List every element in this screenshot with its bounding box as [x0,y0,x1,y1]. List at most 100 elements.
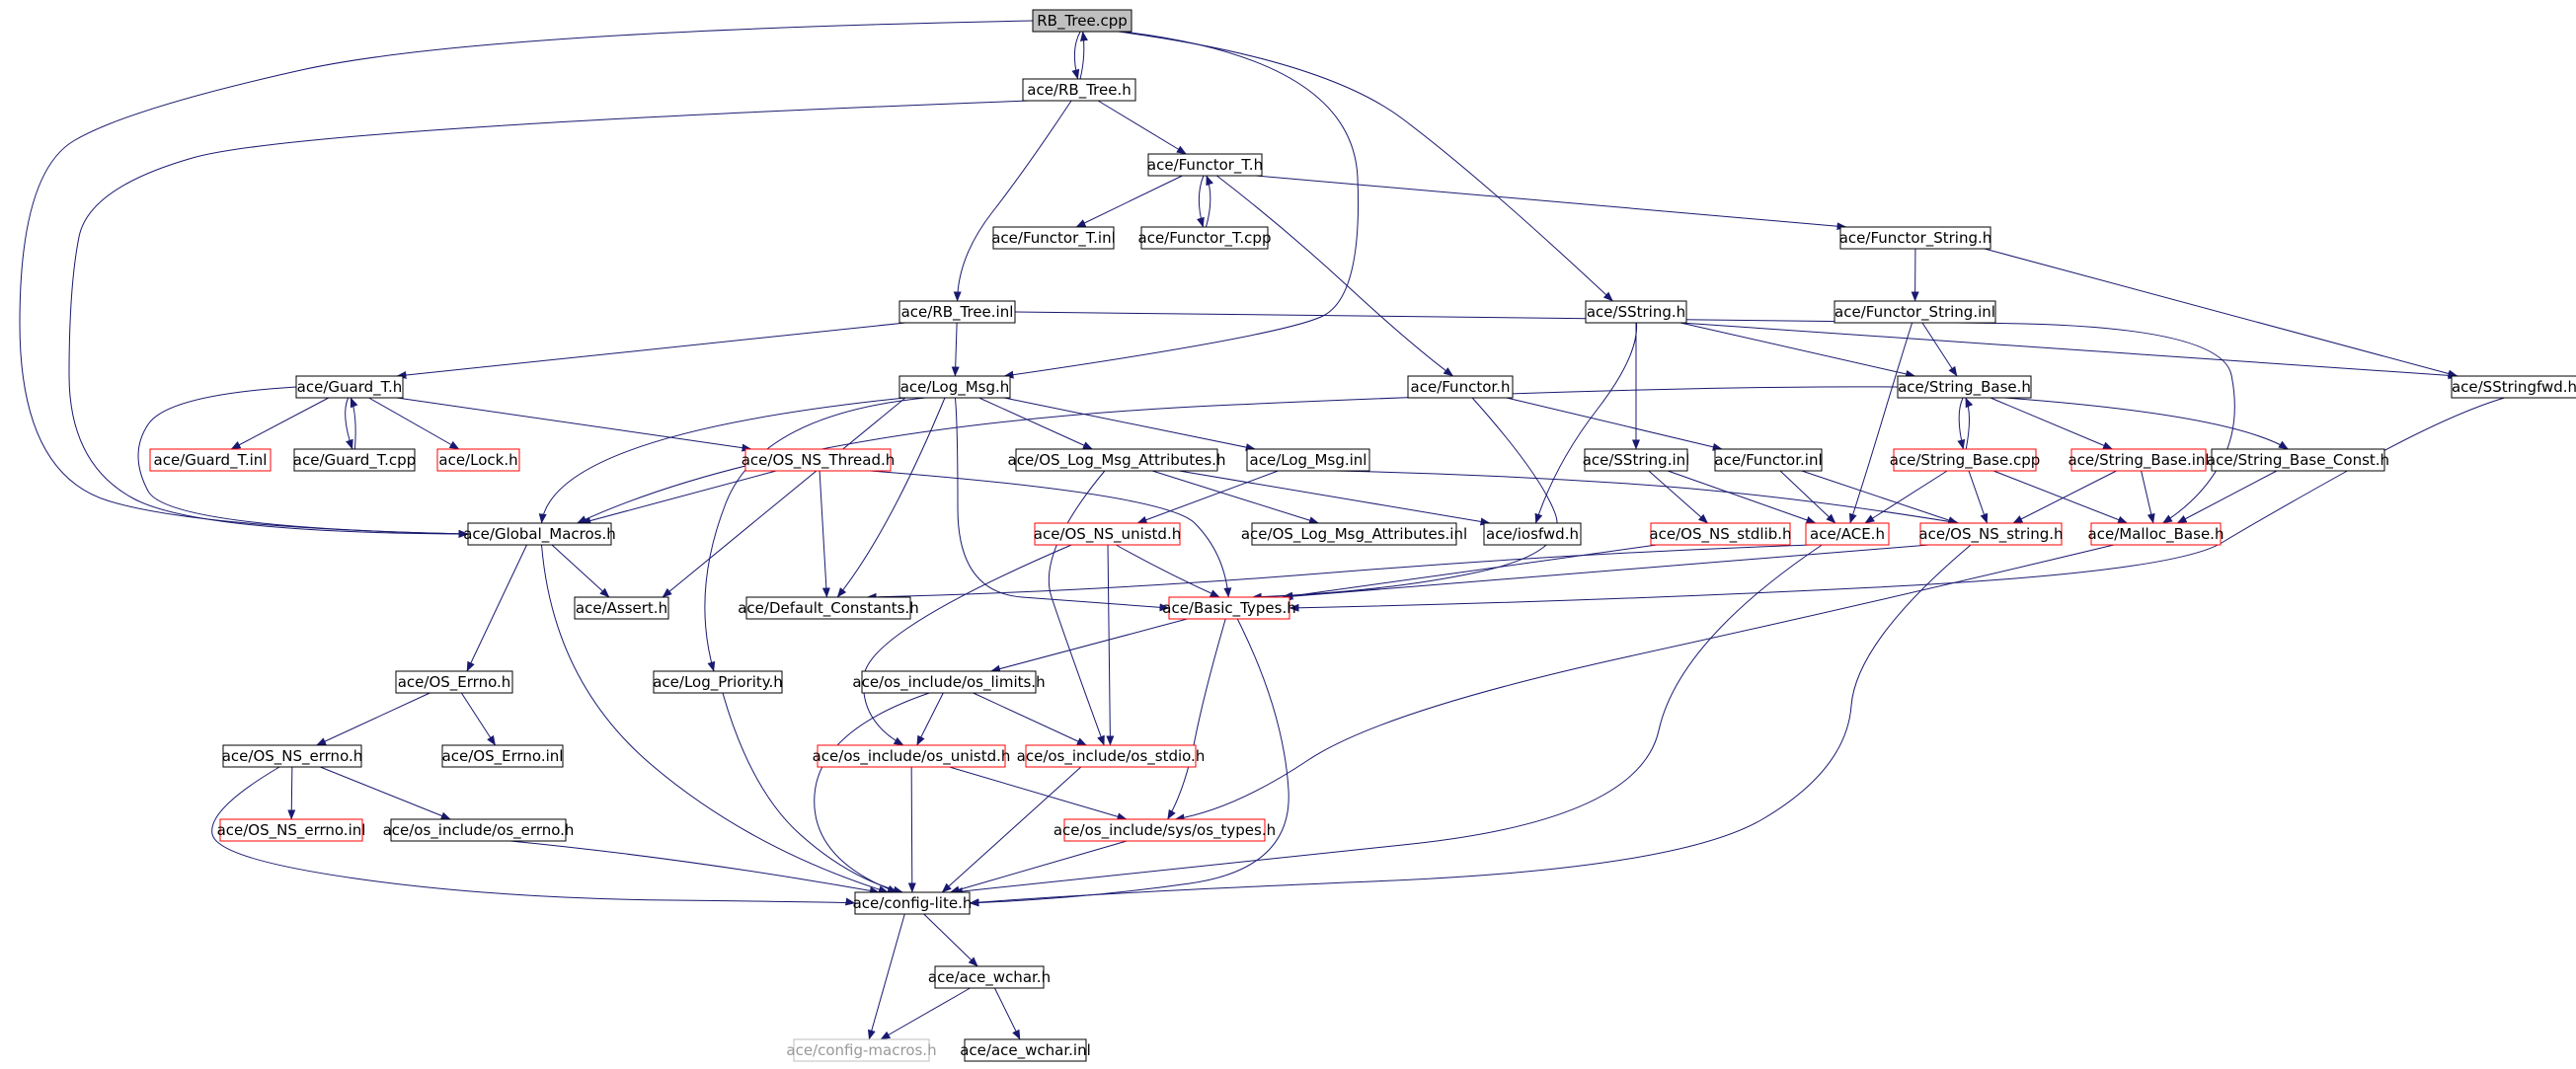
node-label: ace/Assert.h [576,599,667,617]
file-nodes: RB_Tree.cpp ace/RB_Tree.h ace/Functor_T.ha… [149,9,2576,1062]
node-rb_tree_cpp[interactable]: RB_Tree.cpp [1032,9,1132,33]
node-label: ace/SString.inl [1583,451,1690,469]
node-assert_h[interactable]: ace/Assert.h [574,596,669,620]
node-os_ns_stdlib_h[interactable]: ace/OS_NS_stdlib.h [1649,522,1792,546]
edge-functor_string_inl-to-ace_h [1848,322,1913,524]
node-string_base_const_h[interactable]: ace/String_Base_Const.h [2207,448,2389,472]
node-guard_t_h[interactable]: ace/Guard_T.h [295,375,404,399]
node-label: ace/ace_wchar.h [928,968,1051,987]
edge-rb_tree_h-to-functor_t_h [1097,100,1187,155]
node-functor_t_h[interactable]: ace/Functor_T.h [1147,153,1263,177]
node-guard_t_inl[interactable]: ace/Guard_T.inl [149,448,272,472]
node-ace_wchar_inl[interactable]: ace/ace_wchar.inl [960,1038,1091,1062]
node-os_log_msg_attr_h[interactable]: ace/OS_Log_Msg_Attributes.h [1008,448,1226,472]
edge-rb_tree_cpp-to-global_macros_h [19,20,1034,538]
node-functor_t_inl[interactable]: ace/Functor_T.inl [991,226,1116,250]
node-string_base_h[interactable]: ace/String_Base.h [1897,375,2032,399]
edge-os_log_msg_attr_h-to-os_stdio_h [1048,470,1106,746]
node-os_ns_unistd_h[interactable]: ace/OS_NS_unistd.h [1034,522,1181,546]
node-box [653,670,783,694]
node-label: ace/Functor_T.inl [991,229,1116,248]
edge-rb_tree_cpp-to-log_msg_h [1003,31,1360,379]
node-os_stdio_h[interactable]: ace/os_include/os_stdio.h [1017,744,1206,768]
edge-functor_t_h-to-functor_t_inl [1075,175,1183,228]
node-string_base_cpp[interactable]: ace/String_Base.cpp [1890,448,2041,472]
edge-functor_t_h-to-functor_h [1216,175,1454,377]
node-ace_wchar_h[interactable]: ace/ace_wchar.h [928,965,1051,989]
node-box [1022,78,1136,102]
edge-os_ns_unistd_h-to-os_stdio_h [1106,544,1115,746]
edge-sstring_inl-to-os_ns_stdlib_h [1648,470,1709,524]
node-label: ace/SString.h [1587,303,1685,321]
node-malloc_base_h[interactable]: ace/Malloc_Base.h [2088,522,2225,546]
node-box [1063,818,1266,842]
node-os_unistd_h[interactable]: ace/os_include/os_unistd.h [813,744,1011,768]
node-label: ace/Log_Msg.inl [1250,451,1367,470]
node-box [934,965,1045,989]
edge-os_stdio_h-to-config_lite_h [941,766,1082,893]
edge-rb_tree_inl-to-guard_t_h [396,322,906,379]
node-label: ace/Functor.inl [1714,451,1822,469]
node-os_errno_h[interactable]: ace/OS_Errno.h [395,670,513,694]
node-label: ace/OS_NS_string.h [1918,525,2063,544]
node-box [1034,522,1181,546]
node-label: RB_Tree.cpp [1037,12,1128,31]
node-ace_h[interactable]: ace/ACE.h [1805,522,1890,546]
node-log_msg_inl[interactable]: ace/Log_Msg.inl [1246,448,1370,472]
node-log_msg_h[interactable]: ace/Log_Msg.h [898,375,1011,399]
node-box [1834,300,1996,324]
node-os_ns_errno_inl[interactable]: ace/OS_NS_errno.inl [217,818,366,842]
node-os_errno_h2[interactable]: ace/os_include/os_errno.h [383,818,575,842]
edge-functor_string_h-to-sstringfwd_h [1984,248,2459,378]
node-box [574,596,669,620]
node-os_types_h[interactable]: ace/os_include/sys/os_types.h [1054,818,1276,842]
node-label: ace/Global_Macros.h [463,525,616,544]
node-rb_tree_inl[interactable]: ace/RB_Tree.inl [898,300,1016,324]
node-functor_inl[interactable]: ace/Functor.inl [1714,448,1823,472]
node-box [1032,9,1132,33]
edge-os_ns_thread_h-to-global_macros_h [581,470,777,525]
node-box [793,1038,930,1062]
node-log_priority_h[interactable]: ace/Log_Priority.h [653,670,783,694]
node-global_macros_h[interactable]: ace/Global_Macros.h [463,522,616,546]
edge-string_base_inl-to-os_ns_string_h [2012,470,2117,524]
edge-rb_tree_inl-to-malloc_base_h [1014,311,2235,524]
node-box [745,596,911,620]
node-guard_t_cpp[interactable]: ace/Guard_T.cpp [293,448,416,472]
node-sstringfwd_h[interactable]: ace/SStringfwd.h [2451,375,2576,399]
node-iosfwd_h[interactable]: ace/iosfwd.h [1483,522,1582,546]
node-box [861,670,1037,694]
node-box [1246,448,1370,472]
node-config_macros_h[interactable]: ace/config-macros.h [786,1038,937,1062]
node-default_constants_h[interactable]: ace/Default_Constants.h [738,596,919,620]
node-box [2451,375,2576,399]
node-os_errno_inl[interactable]: ace/OS_Errno.inl [441,744,564,768]
node-sstring_inl[interactable]: ace/SString.inl [1583,448,1690,472]
node-os_log_msg_attr_inl[interactable]: ace/OS_Log_Msg_Attributes.inl [1241,522,1467,546]
edge-config_lite_h-to-config_macros_h [867,913,905,1040]
node-box [222,744,362,768]
edge-os_ns_stdlib_h-to-basic_types_h [1283,544,1658,600]
node-rb_tree_h[interactable]: ace/RB_Tree.h [1022,78,1136,102]
edge-functor_t_h-to-functor_string_h [1255,175,1847,231]
node-functor_string_inl[interactable]: ace/Functor_String.inl [1834,300,1996,324]
node-lock_h[interactable]: ace/Lock.h [436,448,520,472]
node-functor_t_cpp[interactable]: ace/Functor_T.cpp [1138,226,1272,250]
node-os_ns_thread_h[interactable]: ace/OS_NS_Thread.h [742,448,896,472]
edge-malloc_base_h-to-os_types_h [1174,544,2115,822]
node-os_ns_string_h[interactable]: ace/OS_NS_string.h [1918,522,2064,546]
node-label: ace/String_Base.inl [2068,451,2209,470]
node-config_lite_h[interactable]: ace/config-lite.h [853,891,973,915]
edge-string_base_cpp-to-malloc_base_h [1992,470,2128,524]
node-os_ns_errno_h[interactable]: ace/OS_NS_errno.h [222,744,363,768]
node-functor_string_h[interactable]: ace/Functor_String.h [1839,226,1992,250]
node-sstring_h[interactable]: ace/SString.h [1585,300,1687,324]
node-string_base_inl[interactable]: ace/String_Base.inl [2068,448,2210,472]
node-os_limits_h[interactable]: ace/os_include/os_limits.h [852,670,1046,694]
edge-os_unistd_h-to-config_lite_h [907,766,916,893]
edge-os_ns_thread_h-to-basic_types_h [870,470,1232,598]
node-basic_types_h[interactable]: ace/Basic_Types.h [1162,596,1296,620]
edge-log_msg_h-to-global_macros_h [538,397,906,524]
node-label: ace/Basic_Types.h [1162,599,1295,618]
node-functor_h[interactable]: ace/Functor.h [1407,375,1514,399]
